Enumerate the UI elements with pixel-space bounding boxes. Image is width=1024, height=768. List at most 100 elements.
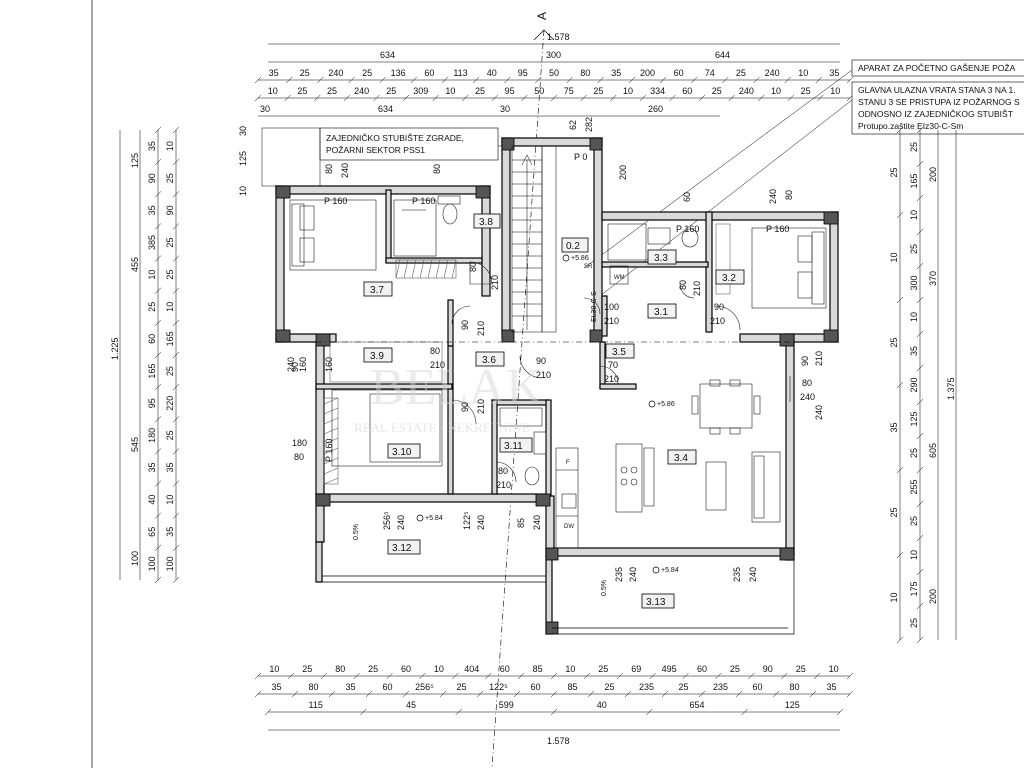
bottom3-value: 125 — [785, 700, 800, 710]
bottom1-tick — [320, 672, 327, 680]
right-inner-tick — [916, 194, 924, 202]
right-inner-value: 125 — [909, 411, 919, 426]
left-inner-value: 25 — [147, 302, 157, 312]
bottom2-tick — [328, 690, 336, 698]
row4-tick — [402, 94, 410, 102]
bottom3-value: 45 — [406, 700, 416, 710]
dim-left-545: 545 — [130, 437, 140, 452]
left-inner-value: 100 — [147, 556, 157, 571]
right-inner-value: 165 — [909, 173, 919, 188]
misc-dim-28: 10 — [238, 186, 248, 196]
door-dim-3b: 210 — [430, 360, 445, 370]
row4-value: 25 — [297, 86, 307, 96]
left-edge-tick — [172, 480, 180, 487]
bottom1-tick — [583, 672, 591, 680]
axis-label: A — [535, 12, 549, 20]
bottom1-value: 25 — [796, 664, 806, 674]
right-edge-tick — [896, 211, 904, 219]
misc-dim-1: 80 — [324, 164, 334, 174]
bottom1-value: 60 — [401, 664, 411, 674]
door-dim-3a: 80 — [430, 346, 440, 356]
misc-dim-14: 122⁵ — [462, 511, 472, 530]
bottom2-value: 235 — [639, 682, 654, 692]
right-inner-tick — [916, 466, 924, 474]
bottom1-tick — [616, 672, 623, 680]
bottom2-tick — [513, 690, 521, 698]
row4-value: 25 — [386, 86, 396, 96]
left-inner-tick — [154, 448, 162, 455]
left-inner-tick — [154, 287, 162, 294]
bottom1-tick — [287, 672, 295, 680]
right-inner-tick — [916, 602, 924, 610]
room-3-4: 3.4 — [674, 453, 688, 464]
left-edge-value: 25 — [165, 237, 175, 247]
row3-tick — [348, 76, 355, 84]
right-inner-tick — [916, 262, 924, 270]
right-edge-value: 25 — [889, 337, 899, 347]
dim-left-455: 455 — [130, 257, 140, 272]
row4-tick — [817, 94, 824, 102]
left-edge-tick — [172, 126, 180, 134]
door-dim-7b: 210 — [496, 480, 511, 490]
left-inner-value: 40 — [147, 495, 157, 505]
bottom2-value: 80 — [789, 682, 799, 692]
left-inner-value: 90 — [147, 173, 157, 183]
right-inner-tick — [916, 160, 924, 168]
bottom2-value: 25 — [678, 682, 688, 692]
bottom2-tick — [735, 690, 743, 698]
bottom3-value: 654 — [689, 700, 704, 710]
row4-tick — [314, 94, 321, 102]
room-3-2: 3.2 — [722, 273, 736, 284]
note-entrance-4: Protupo.zaštite EIz30-C-Sm — [858, 121, 963, 131]
row3-tick — [784, 76, 791, 84]
left-inner-value: 35 — [147, 141, 157, 151]
row3-value: 80 — [580, 68, 590, 78]
level-mark-2: +5.86 — [657, 401, 675, 408]
room-3-8: 3.8 — [479, 217, 493, 228]
room-3-6: 3.6 — [482, 355, 496, 366]
row4-tick — [698, 94, 706, 102]
row3-value: 200 — [640, 68, 655, 78]
right-edge-value: 10 — [889, 252, 899, 262]
left-edge-tick — [172, 416, 180, 423]
level-mark-3: +5.84 — [425, 515, 443, 522]
left-inner-value: 60 — [147, 334, 157, 344]
bottom1-value: 495 — [662, 664, 677, 674]
room-3-5: 3.5 — [612, 347, 626, 358]
dim-top-300: 300 — [546, 50, 561, 60]
row3-tick — [846, 76, 854, 84]
room-3-10: 3.10 — [392, 447, 412, 458]
note-entrance-3: ODNOSNO IZ ZAJEDNIČKOG STUBIŠT — [858, 109, 1013, 119]
bottom2-value: 80 — [308, 682, 318, 692]
row3-tick — [504, 76, 511, 84]
door-dim-4a: 90 — [536, 356, 546, 366]
dim-top-634: 634 — [380, 50, 395, 60]
right-edge-value: 25 — [889, 167, 899, 177]
row4-tick — [669, 94, 676, 102]
watermark-logo: BELAK — [370, 359, 544, 416]
misc-dim-5: 80 — [432, 164, 442, 174]
bottom3-tick — [264, 708, 272, 716]
row4-value: 10 — [771, 86, 781, 96]
bottom1-tick — [846, 672, 854, 680]
row4-value: 10 — [623, 86, 633, 96]
right-inner-value: 25 — [909, 516, 919, 526]
bottom1-value: 90 — [763, 664, 773, 674]
right-edge-tick — [896, 296, 904, 304]
row4-tick — [284, 94, 291, 102]
dim-top5-30a: 30 — [260, 104, 270, 114]
left-inner-value: 95 — [147, 398, 157, 408]
dim-top5-30b: 30 — [500, 104, 510, 114]
row3-value: 10 — [798, 68, 808, 78]
right-inner-value: 25 — [909, 244, 919, 254]
stairs — [511, 145, 557, 333]
window-p160-4: P 160 — [676, 224, 699, 234]
fire-door-tag: EL30-C-S — [591, 291, 598, 322]
left-inner-tick — [154, 126, 162, 134]
left-edge-tick — [172, 223, 180, 230]
window-labels: P 160 P 160 P 160 P 160 P 160 P 0 — [324, 152, 789, 462]
bottom1-tick — [419, 672, 426, 680]
furniture — [289, 195, 827, 549]
